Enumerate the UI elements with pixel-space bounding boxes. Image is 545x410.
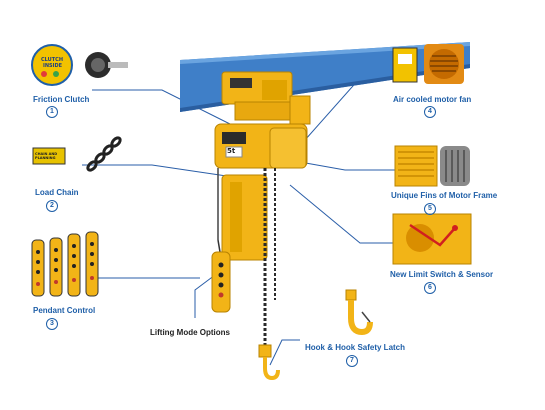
switch-thumb [392,213,472,265]
clutch-badge-line2: INSIDE [43,63,63,69]
feature-number-6: 6 [424,282,436,294]
chain-sign-text: CHAIN AND PLANNING [35,152,58,160]
feature-label-hook: Hook & Hook Safety Latch [305,343,406,352]
feature-label-friction-clutch: Friction Clutch [33,95,90,104]
feature-label-limit-switch: New Limit Switch & Sensor [390,270,494,279]
fins-thumb [394,145,470,187]
feature-number-1: 1 [46,106,58,118]
pendant-hanging [211,239,231,313]
lifting-mode-label: Lifting Mode Options [150,328,230,337]
callout-line-clutch [92,89,233,126]
feature-number-3: 3 [46,318,58,330]
hoist-body [214,123,308,261]
callout-line-chain [82,164,241,179]
feature-label-load-chain: Load Chain [35,188,79,197]
pendant-thumbs [31,231,99,297]
feature-number-2: 2 [46,200,58,212]
feature-label-fan: Air cooled motor fan [393,95,472,104]
load-chain [263,168,276,345]
clutch-badge-line1: CLUTCH [41,57,64,63]
chain-thumb [32,136,122,172]
trolley [221,71,311,125]
hook-main [258,344,280,381]
feature-label-pendant-control: Pendant Control [33,306,96,315]
callout-line-lifting [194,274,216,318]
callout-line-fins [299,161,395,171]
clutch-thumb [31,44,128,86]
feature-label-fins: Unique Fins of Motor Frame [391,191,498,200]
feature-number-5: 5 [424,203,436,215]
callout-line-hook [269,339,300,366]
fan-thumb [392,44,464,84]
feature-number-4: 4 [424,106,436,118]
hoist-capacity-plate: 5t [227,147,236,155]
callout-line-switch [289,184,395,244]
hook-thumb [345,289,373,336]
feature-number-7: 7 [346,355,358,367]
